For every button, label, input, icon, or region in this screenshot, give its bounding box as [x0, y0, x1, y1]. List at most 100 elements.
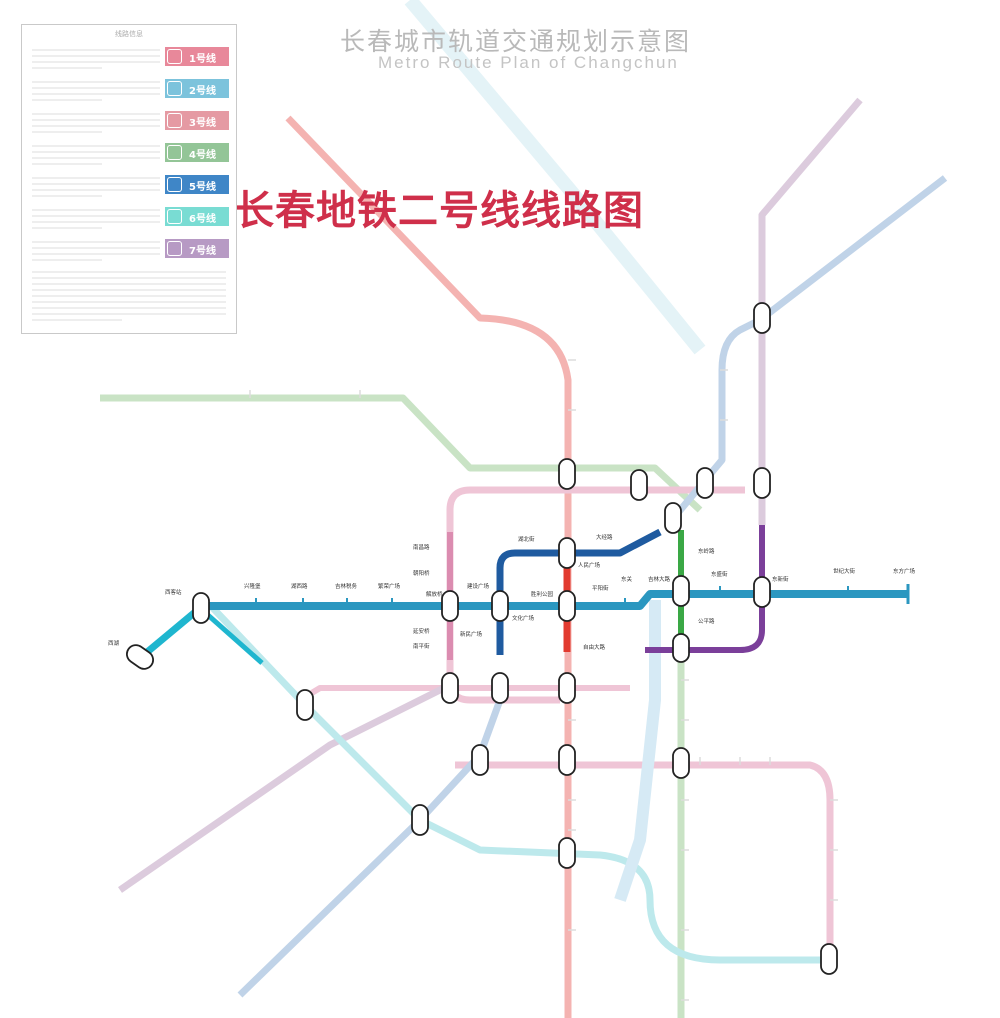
interchange-culture: [491, 590, 509, 622]
legend-text-line: [32, 49, 160, 51]
station-dongfang: 东方广场: [893, 567, 916, 575]
station-century: 世纪大街: [833, 567, 856, 575]
legend-text-line: [32, 247, 160, 249]
station-shengli: 胜利公园: [531, 590, 554, 598]
station-jiefang: 解放桥: [426, 590, 443, 598]
interchange-capsules: [126, 302, 838, 975]
metro-logo-icon: [167, 177, 182, 192]
legend-text-line: [32, 61, 160, 63]
interchange-n5: [753, 302, 771, 334]
legend-badge-label: 3号线: [189, 118, 216, 129]
legend-badge-label: 7号线: [189, 246, 216, 257]
station-jianshe: 建设广场: [467, 582, 490, 590]
legend-text-line: [32, 289, 226, 291]
station-west-station: 西客站: [165, 588, 182, 596]
faded-red-line: [285, 115, 572, 1018]
station-dongxin: 东新街: [772, 575, 789, 583]
station-xinmin: 新民广场: [460, 630, 483, 638]
legend-panel: 线路信息 1号线 2号线 3号线 4号线 5号线 6号线 7号线: [21, 24, 237, 334]
line2-banner-title: 长春地铁二号线线路图: [234, 187, 644, 234]
faded-cyan-diagonal: [404, 0, 706, 355]
station-nanchang: 南昌路: [413, 543, 430, 551]
interchange-s3: [558, 672, 576, 704]
faded-ticks: [249, 359, 838, 1001]
line7-seg: [645, 525, 765, 653]
legend-text-line: [32, 183, 160, 185]
line3-seg: [496, 528, 662, 655]
legend-text-line: [32, 145, 160, 147]
legend-text-line: [32, 277, 226, 279]
metro-logo-icon: [167, 49, 182, 64]
interchange-s1: [441, 672, 459, 704]
interchange-s10: [820, 943, 838, 975]
highlight-lines: [137, 525, 910, 665]
legend-text-line: [32, 253, 160, 255]
interchange-west-station: [192, 592, 210, 624]
station-peoples-square: 人民广场: [578, 561, 601, 569]
legend-text-line: [32, 241, 160, 243]
station-labels: 西湖 西客站 兴隆堡 湖西路 吉林税务 繁荣广场 解放桥 建设广场 文化广场 胜…: [108, 533, 916, 651]
legend-text-line: [32, 151, 160, 153]
station-xinglongbu: 兴隆堡: [244, 582, 261, 590]
legend-text-line: [32, 67, 102, 69]
station-yanan: 延安桥: [413, 627, 430, 635]
station-chaoyang: 朝阳桥: [413, 569, 430, 577]
map-title-en: Metro Route Plan of Changchun: [378, 53, 679, 72]
metro-logo-icon: [167, 81, 182, 96]
interchange-n3: [696, 467, 714, 499]
legend-text-line: [32, 93, 160, 95]
metro-logo-icon: [167, 145, 182, 160]
legend-text-line: [32, 81, 160, 83]
interchange-n6: [664, 502, 682, 534]
metro-logo-icon: [167, 113, 182, 128]
station-dongguan: 东关: [621, 575, 633, 583]
interchange-s4: [471, 744, 489, 776]
legend-text-line: [32, 125, 160, 127]
station-dongsheng: 东盛街: [711, 570, 728, 578]
faded-network: [100, 0, 948, 1018]
faded-river: [614, 600, 661, 902]
station-jilin-ave: 吉林大路: [648, 575, 671, 583]
line2-ticks: [255, 586, 849, 606]
interchange-s7: [296, 689, 314, 721]
legend-badge: 2号线: [165, 79, 229, 98]
legend-text-line: [32, 227, 102, 229]
legend-text-line: [32, 271, 226, 273]
map-title-cn: 长春城市轨道交通规划示意图: [340, 27, 692, 56]
legend-text-line: [32, 283, 226, 285]
legend-text-line: [32, 307, 226, 309]
legend-text-line: [32, 259, 102, 261]
legend-title: 线路信息: [115, 30, 143, 38]
legend-text-line: [32, 313, 226, 315]
legend-badge: 4号线: [165, 143, 229, 162]
interchange-s5: [558, 744, 576, 776]
faded-lav-ne: [758, 97, 863, 525]
legend-text-line: [32, 221, 160, 223]
faded-cyan-line: [207, 602, 830, 964]
interchange-xihu: [126, 644, 154, 670]
interchange-n4: [753, 467, 771, 499]
legend-text-line: [32, 209, 160, 211]
legend-text-line: [32, 87, 160, 89]
interchange-gongping: [672, 633, 690, 663]
interchange-dongxin: [753, 576, 771, 608]
faded-blue-ne: [669, 175, 948, 523]
metro-logo-icon: [167, 209, 182, 224]
station-jilin-tax: 吉林税务: [335, 582, 358, 590]
legend-text-line: [32, 295, 226, 297]
interchange-n2: [630, 469, 648, 501]
legend-badge-label: 5号线: [189, 182, 216, 193]
legend-badge: 1号线: [165, 47, 229, 66]
legend-text-line: [32, 301, 226, 303]
station-xihu: 西湖: [108, 639, 120, 647]
legend-text-line: [32, 319, 122, 321]
station-ziyou: 自由大路: [583, 643, 606, 651]
faded-green-line: [100, 394, 703, 513]
interchange-s2: [491, 672, 509, 704]
interchange-shengli: [558, 590, 576, 622]
station-dajing: 大经路: [596, 533, 613, 541]
line2-west-cyan2: [198, 606, 264, 665]
legend-badge: 6号线: [165, 207, 229, 226]
legend-badge: 7号线: [165, 239, 229, 258]
station-fanrong: 繁荣广场: [378, 582, 401, 590]
